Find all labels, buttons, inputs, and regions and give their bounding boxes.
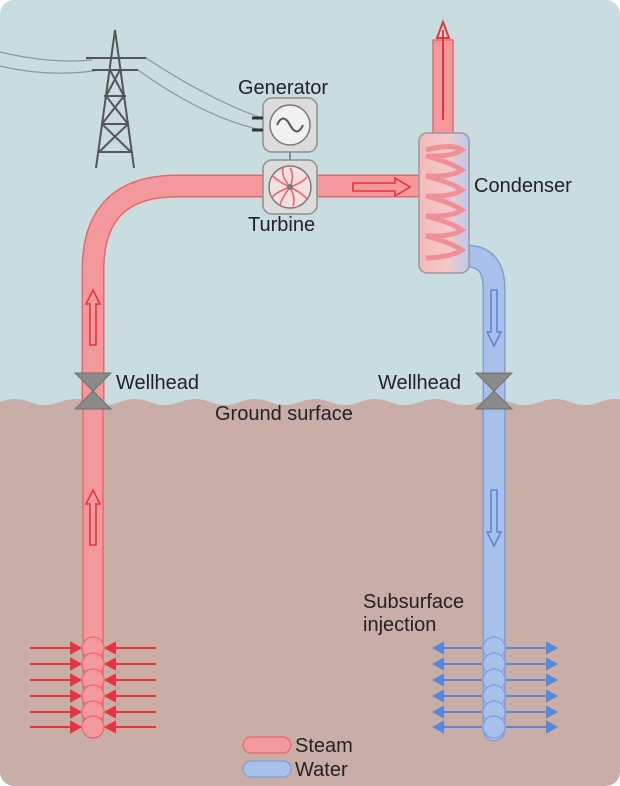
transmission-tower-icon [86,29,146,169]
inflow-arrow-right-head [103,673,116,687]
flow-arrows-steam [84,176,412,546]
flow-arrows-water [485,289,503,548]
legend-label-water: Water [295,759,348,781]
outflow-arrow-right-head [546,705,559,719]
wellhead-left-label: Wellhead [116,372,199,394]
outflow-arrow-left-head [431,689,444,703]
power-lines [0,51,263,131]
outflow-arrow-right-head [546,657,559,671]
outflow-arrow-right-head [546,689,559,703]
outflow-arrow-left-head [431,705,444,719]
outflow-arrow-right-head [546,673,559,687]
production-inflow-arrows [30,641,156,734]
inflow-arrow-left-head [70,689,83,703]
inflow-arrow-right-head [103,641,116,655]
turbine-label: Turbine [248,214,315,236]
ground-surface-label: Ground surface [215,403,353,425]
inflow-arrow-right-head [103,720,116,734]
outflow-arrow-left-head [431,673,444,687]
outflow-arrow-left-head [431,641,444,655]
generator-terminals [252,116,263,132]
subsurface-label-line2: injection [363,614,436,636]
injection-outflow-arrows [431,641,559,734]
generator-label: Generator [238,77,328,99]
inflow-arrow-left-head [70,720,83,734]
legend: Steam Water [242,735,353,781]
wellhead-valve-left-icon [73,372,113,410]
vent-arrow [435,19,451,120]
inflow-arrow-left-head [70,705,83,719]
inflow-arrow-left-head [70,641,83,655]
legend-label-steam: Steam [295,735,353,757]
wellhead-right-label: Wellhead [378,372,461,394]
outflow-arrow-right-head [546,720,559,734]
production-well-perforations [81,636,105,739]
outflow-arrow-left-head [431,657,444,671]
inflow-arrow-right-head [103,657,116,671]
inflow-arrow-right-head [103,705,116,719]
condenser-coil [425,144,467,261]
inflow-arrow-left-head [70,657,83,671]
subsurface-label-line1: Subsurface [363,591,464,613]
legend-swatch-steam [242,736,292,754]
injection-well-perforations [482,636,506,739]
condenser-label: Condenser [474,175,572,197]
ground-background [0,399,620,786]
wellhead-valve-right-icon [474,372,514,410]
sine-wave-icon [276,117,304,133]
inflow-arrow-left-head [70,673,83,687]
inflow-arrow-right-head [103,689,116,703]
outflow-arrow-left-head [431,720,444,734]
outflow-arrow-right-head [546,641,559,655]
legend-swatch-water [242,760,292,778]
